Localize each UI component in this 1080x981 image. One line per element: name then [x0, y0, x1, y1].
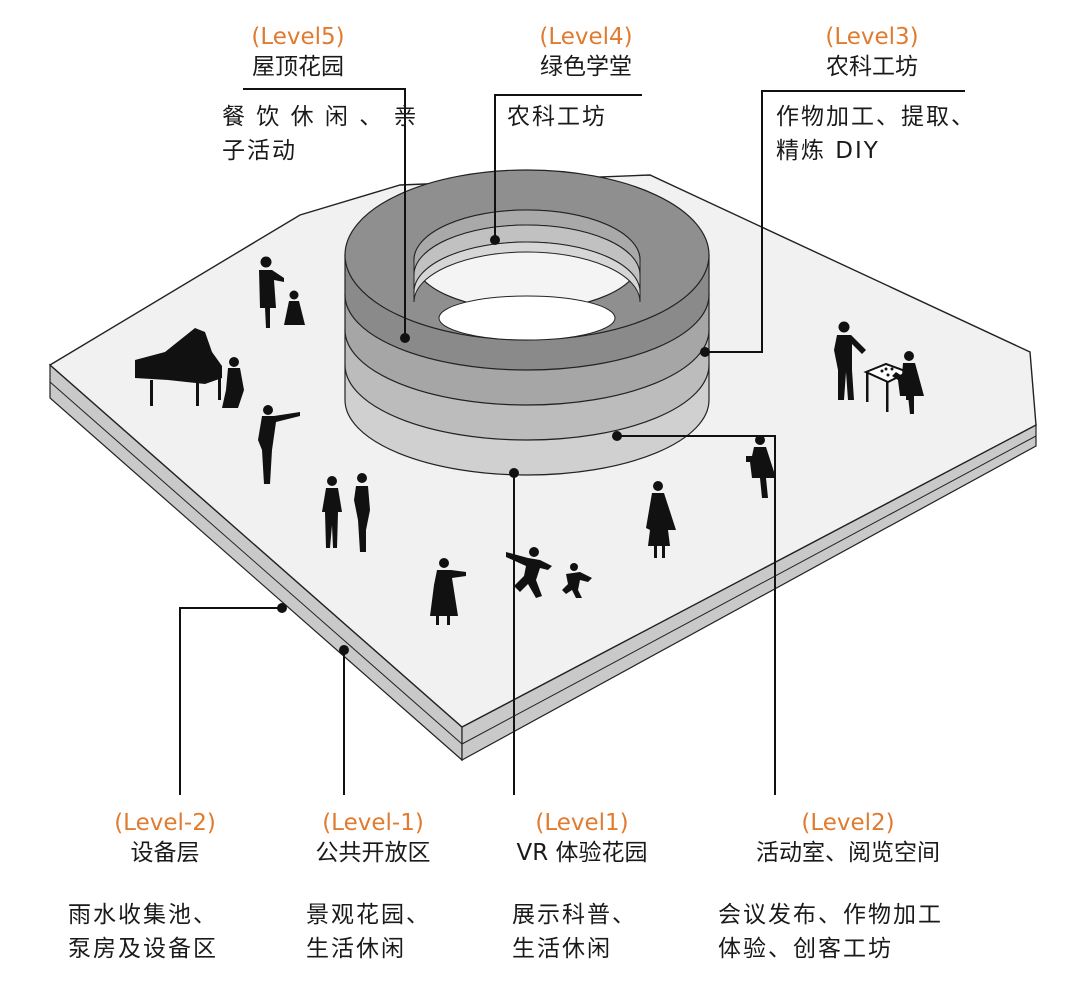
level4-name: 绿色学堂	[540, 54, 632, 80]
level-minus1-tag: (Level-1)	[322, 810, 424, 836]
level5-desc-2: 子活动	[222, 138, 297, 164]
level1-tag: (Level1)	[535, 810, 629, 836]
person-silhouette-icon	[892, 351, 924, 414]
level1-desc-1: 展示科普、	[512, 902, 637, 928]
level-minus2-desc-1: 雨水收集池、	[68, 902, 218, 928]
person-silhouette-icon	[506, 547, 592, 598]
level3-desc-2: 精炼 DIY	[776, 138, 880, 164]
level-minus2-name: 设备层	[130, 840, 200, 866]
level5-desc-1: 餐 饮 休 闲 、 亲	[222, 104, 419, 130]
level2-desc-1: 会议发布、作物加工	[718, 902, 943, 928]
person-silhouette-icon	[222, 357, 244, 408]
leader-level-minus2	[179, 607, 282, 795]
level1-name: VR 体验花园	[516, 840, 648, 866]
grand-piano-icon	[135, 328, 222, 406]
leader-level2	[617, 435, 776, 795]
people-figures	[135, 256, 924, 625]
level3-name: 农科工坊	[826, 54, 918, 80]
person-silhouette-icon	[259, 256, 305, 328]
level3-tag: (Level3)	[825, 24, 919, 50]
level4-desc-1: 农科工坊	[507, 104, 607, 130]
level2-desc-2: 体验、创客工坊	[718, 936, 893, 962]
leader-level5	[243, 88, 406, 338]
person-silhouette-icon	[646, 481, 676, 558]
leader-level4	[494, 94, 642, 240]
level5-tag: (Level5)	[251, 24, 345, 50]
leader-level3	[705, 90, 965, 353]
leader-lines	[179, 88, 965, 795]
person-silhouette-icon	[322, 473, 370, 552]
level5-name: 屋顶花园	[252, 54, 344, 80]
level-minus1-desc-2: 生活休闲	[306, 936, 406, 962]
person-silhouette-icon	[746, 435, 776, 498]
ring-building	[344, 169, 710, 476]
level-minus2-tag: (Level-2)	[114, 810, 216, 836]
level-minus1-desc-1: 景观花园、	[306, 902, 431, 928]
level2-tag: (Level2)	[801, 810, 895, 836]
level3-desc-1: 作物加工、提取、	[776, 104, 976, 130]
person-silhouette-icon	[430, 558, 466, 625]
level2-name: 活动室、阅览空间	[756, 840, 940, 866]
level-minus2-desc-2: 泵房及设备区	[68, 936, 218, 962]
leader-dots	[277, 235, 710, 655]
person-silhouette-icon	[258, 405, 300, 484]
level-minus1-name: 公共开放区	[315, 840, 431, 866]
person-silhouette-icon	[834, 321, 866, 400]
level4-tag: (Level4)	[539, 24, 633, 50]
level1-desc-2: 生活休闲	[512, 936, 612, 962]
